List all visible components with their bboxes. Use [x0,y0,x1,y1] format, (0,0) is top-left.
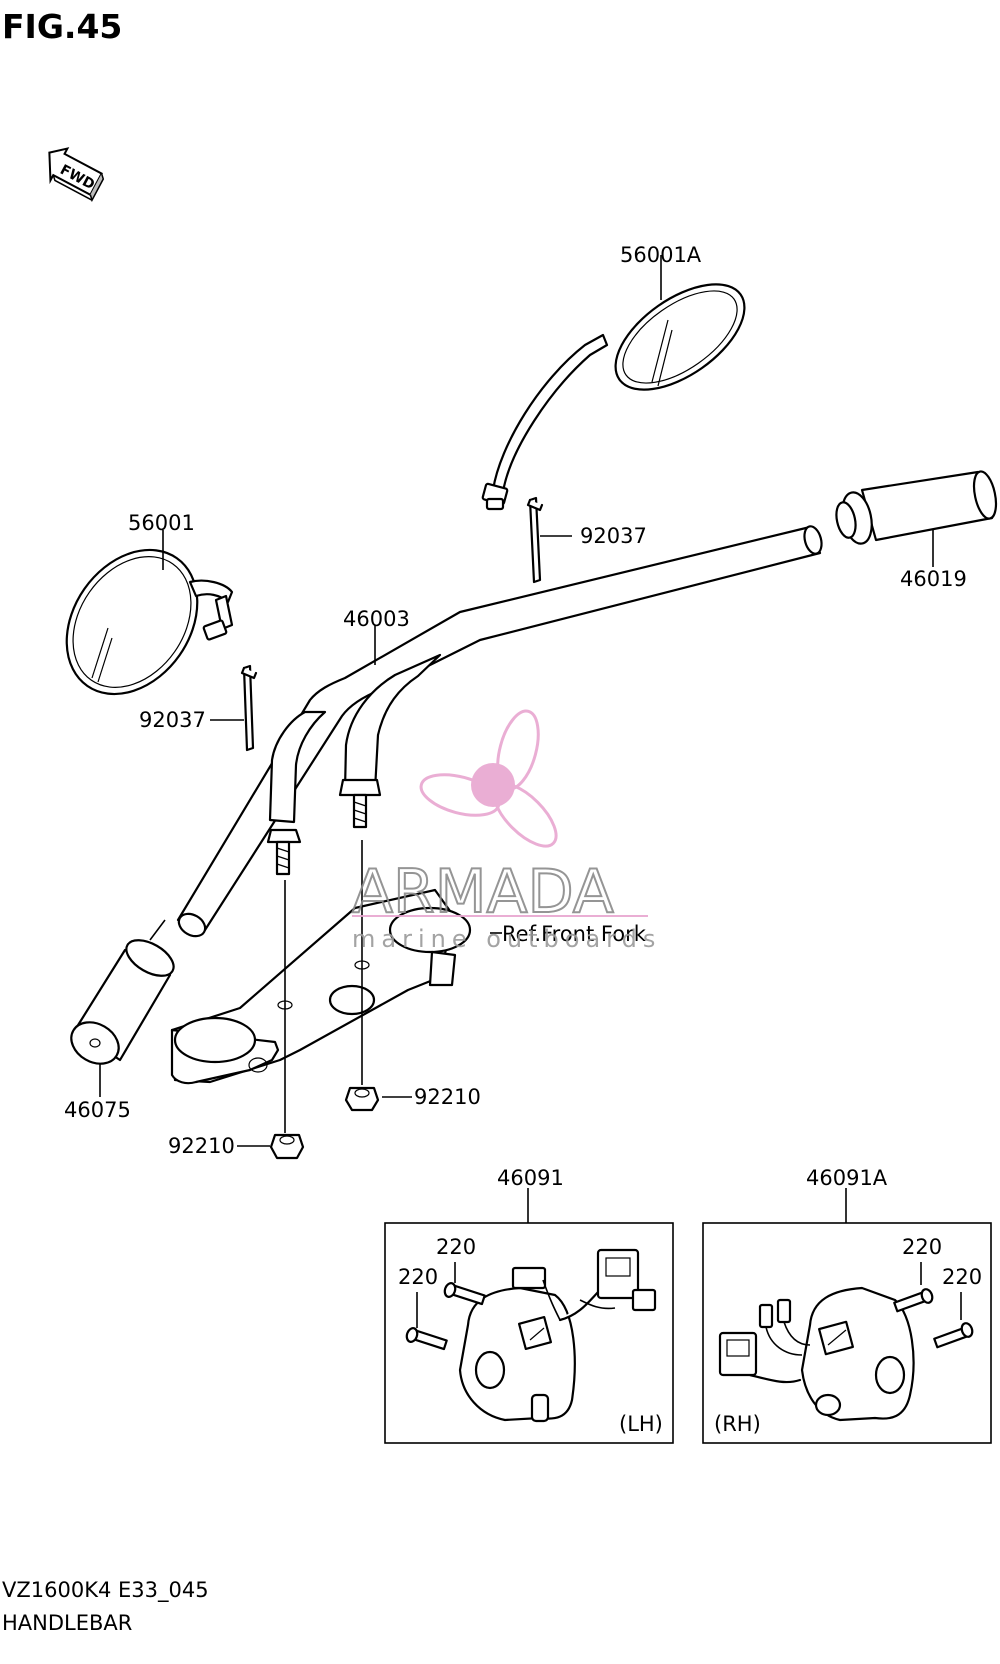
label-220-lh-2: 220 [398,1265,438,1289]
label-92210-center: 92210 [414,1085,481,1109]
label-46075: 46075 [64,1098,131,1122]
switch-box-lh [384,1188,674,1444]
label-220-lh-1: 220 [436,1235,476,1259]
mirror-right [481,283,746,511]
figure-title: FIG.45 [2,7,122,46]
label-ref-front-fork: Ref.Front Fork [502,922,647,946]
screw-lh-1 [443,1282,486,1306]
label-46091: 46091 [497,1166,564,1190]
nut-left [269,1133,305,1160]
watermark: ARMADA marine outboards [351,709,661,953]
fwd-arrow-icon: FWD [48,147,105,203]
nut-center [344,1086,380,1112]
label-46019: 46019 [900,567,967,591]
label-92037-right: 92037 [580,524,647,548]
tag-lh: (LH) [619,1412,663,1436]
switch-box-rh [702,1188,992,1444]
propeller-logo [419,709,558,848]
mirror-left [65,548,234,696]
screw-lh-2 [405,1327,448,1351]
grip-left [70,939,175,1065]
label-46003: 46003 [343,607,410,631]
label-220-rh-2: 220 [942,1265,982,1289]
label-56001: 56001 [128,511,195,535]
handlebar-holder [170,888,472,1085]
label-46091A: 46091A [806,1166,888,1190]
model-code: VZ1600K4 E33_045 [2,1578,209,1603]
label-56001A: 56001A [620,243,702,267]
screw-rh-1 [893,1288,934,1313]
tag-rh: (RH) [714,1412,761,1436]
watermark-sub: marine outboards [352,925,661,953]
cable-tie-right [526,496,544,584]
section-name: HANDLEBAR [2,1611,132,1635]
grip-right [835,470,998,545]
cable-tie-left [240,664,258,752]
label-92037-left: 92037 [139,708,206,732]
screw-rh-2 [933,1322,974,1349]
label-220-rh-1: 220 [902,1235,942,1259]
label-92210-left: 92210 [168,1134,235,1158]
handlebar [176,525,823,938]
